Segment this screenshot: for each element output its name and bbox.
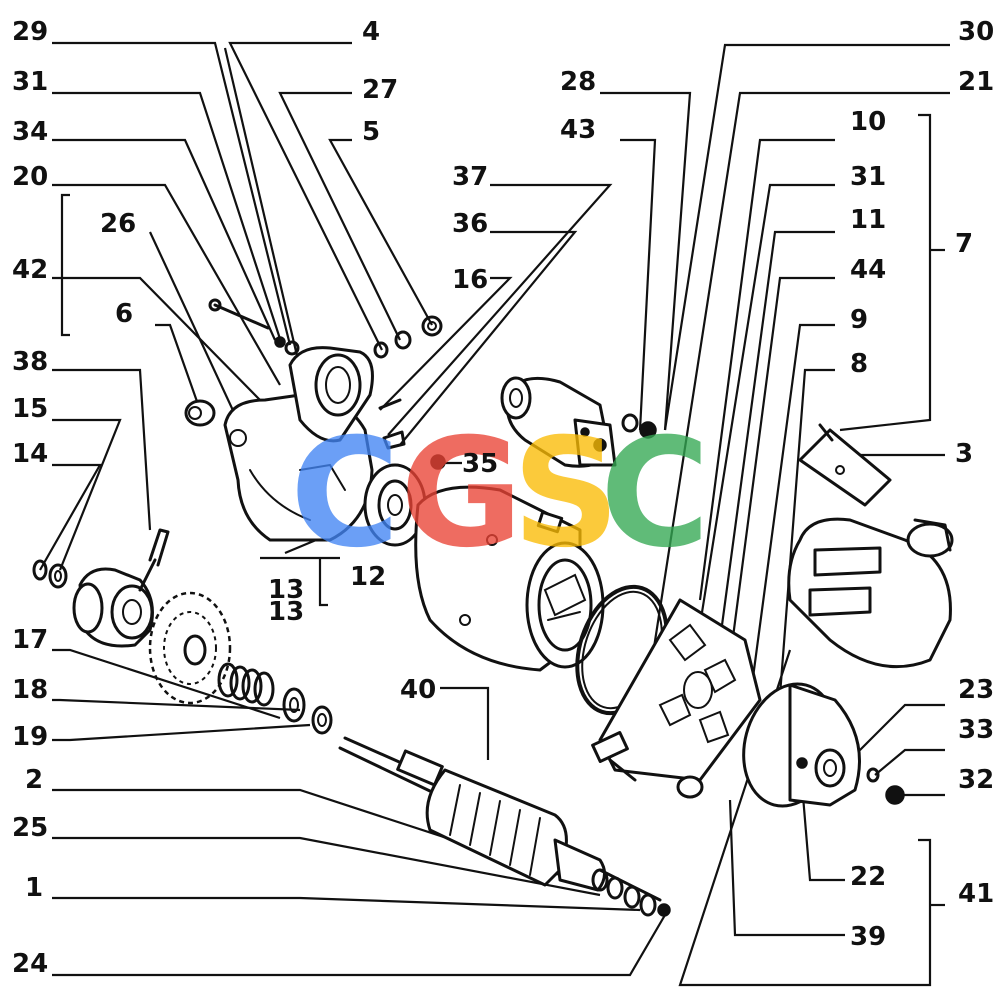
part-label-37: 37	[452, 162, 488, 192]
part-label-5: 5	[362, 117, 380, 147]
part-label-19: 19	[12, 722, 48, 752]
part-label-42: 42	[12, 255, 48, 285]
part-label-23: 23	[958, 675, 994, 705]
part-label-44: 44	[850, 255, 886, 285]
part-label-14: 14	[12, 439, 48, 469]
part-label-26: 26	[100, 209, 136, 239]
nut-part-5	[421, 315, 443, 337]
washer-part-4	[373, 341, 389, 359]
brush-ring-part-12	[363, 463, 427, 547]
part-label-40: 40	[400, 675, 436, 705]
part-label-35: 35	[462, 449, 498, 479]
washer-part-18	[282, 687, 306, 723]
watermark-letter-c: C	[290, 407, 400, 581]
bushing-part-9	[676, 775, 704, 799]
part-label-3: 3	[955, 439, 973, 469]
part-label-17: 17	[12, 625, 48, 655]
part-label-15: 15	[12, 394, 48, 424]
nut-part-30	[639, 421, 657, 439]
washer-part-19	[311, 705, 333, 735]
part-label-11: 11	[850, 205, 886, 235]
part-number-labels: 29 4 31 27 34 5 20 37 26 36 42 16 6 38 1…	[12, 17, 994, 979]
part-label-39: 39	[850, 922, 886, 952]
leader-lines	[39, 41, 950, 987]
part-label-36: 36	[452, 209, 488, 239]
stud-part-16	[378, 398, 406, 450]
bolt-part-34	[208, 298, 270, 330]
part-label-8: 8	[850, 349, 868, 379]
part-label-30: 30	[958, 17, 994, 47]
part-label-2: 2	[25, 765, 43, 795]
spring-part-18	[217, 662, 275, 707]
bushing-part-6	[184, 399, 216, 427]
part-label-31: 31	[12, 67, 48, 97]
part-label-33: 33	[958, 715, 994, 745]
end-bracket-part-7	[787, 423, 954, 669]
field-yoke-housing	[414, 485, 605, 672]
part-label-7: 7	[955, 229, 973, 259]
nut-part-35	[430, 454, 446, 470]
washer-part-15	[48, 563, 68, 589]
part-label-32: 32	[958, 765, 994, 795]
part-label-25: 25	[12, 813, 48, 843]
washer-part-33	[866, 767, 880, 783]
part-label-16: 16	[452, 265, 488, 295]
part-label-1: 1	[25, 873, 43, 903]
part-label-24: 24	[12, 949, 48, 979]
watermark-letter-s: S	[512, 407, 620, 581]
part-label-10: 10	[850, 107, 886, 137]
part-label-28: 28	[560, 67, 596, 97]
part-label-18: 18	[12, 675, 48, 705]
part-label-29: 29	[12, 17, 48, 47]
solenoid-part-28	[500, 376, 617, 468]
washer-part-27	[394, 330, 412, 350]
washer-part-43	[621, 413, 639, 433]
part-label-12: 12	[350, 562, 386, 592]
part-label-20: 20	[12, 162, 48, 192]
part-label-38: 38	[12, 347, 48, 377]
part-label-21: 21	[958, 67, 994, 97]
nut-part-32	[885, 785, 905, 805]
pinion-drive-part-38	[72, 528, 170, 648]
watermark: C G S C	[290, 407, 710, 581]
washer-part-29	[274, 336, 300, 356]
brush-holder-plate	[591, 598, 762, 782]
watermark-letter-g: G	[400, 407, 523, 581]
part-label-41: 41	[958, 879, 994, 909]
part-label-9: 9	[850, 305, 868, 335]
washer-part-14	[32, 559, 48, 581]
part-label-13-upper: 13	[268, 575, 304, 605]
clutch-disc-part-17	[148, 591, 232, 705]
part-label-6: 6	[115, 299, 133, 329]
part-label-4: 4	[362, 17, 380, 47]
small-parts-shaft-end	[591, 868, 671, 917]
part-label-22: 22	[850, 862, 886, 892]
watermark-letter-c2: C	[600, 407, 710, 581]
parts-drawing	[32, 298, 954, 917]
part-label-43: 43	[560, 115, 596, 145]
part-label-31-right: 31	[850, 162, 886, 192]
drive-end-housing	[223, 346, 374, 542]
part-label-27: 27	[362, 75, 398, 105]
part-label-34: 34	[12, 117, 48, 147]
part-label-13-lower: 13	[268, 597, 304, 627]
end-cap-part-22	[742, 682, 861, 808]
